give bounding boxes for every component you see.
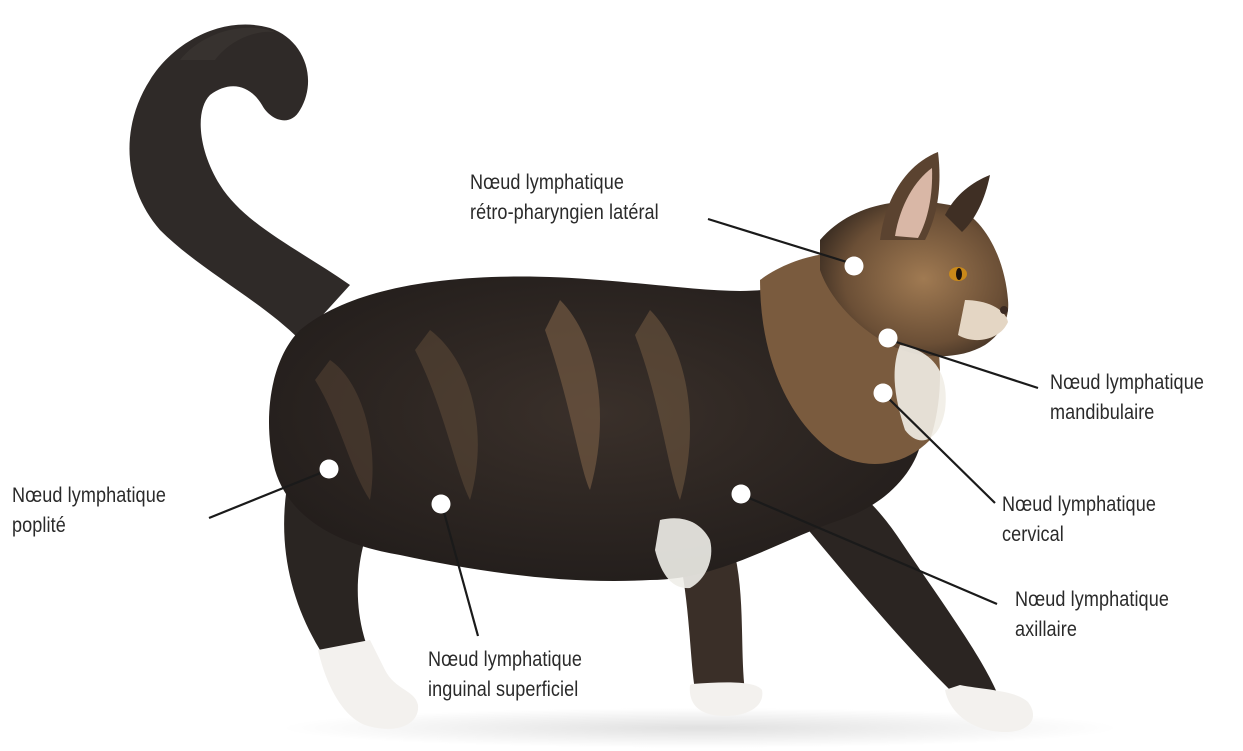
label-line: Nœud lymphatique [1002,490,1156,520]
marker-retro-pharyngien [845,257,864,276]
label-line: axillaire [1015,615,1169,645]
marker-cervical [874,384,893,403]
label-line: Nœud lymphatique [470,168,659,198]
label-line: inguinal superficiel [428,675,582,705]
label-mandibulaire: Nœud lymphatique mandibulaire [1050,368,1204,428]
label-poplite: Nœud lymphatique poplité [12,481,166,541]
label-axillaire: Nœud lymphatique axillaire [1015,585,1169,645]
cat-hind-paw-rear [318,640,418,729]
label-line: poplité [12,511,166,541]
label-line: Nœud lymphatique [1050,368,1204,398]
label-line: cervical [1002,520,1156,550]
cat-nose [1000,306,1008,314]
marker-mandibulaire [879,329,898,348]
label-cervical: Nœud lymphatique cervical [1002,490,1156,550]
label-retro-pharyngien: Nœud lymphatique rétro-pharyngien latéra… [470,168,659,228]
marker-axillaire [732,485,751,504]
label-line: mandibulaire [1050,398,1204,428]
cat-tail [129,25,350,340]
label-inguinal: Nœud lymphatique inguinal superficiel [428,645,582,705]
label-line: Nœud lymphatique [428,645,582,675]
marker-inguinal [432,495,451,514]
label-line: Nœud lymphatique [1015,585,1169,615]
cat-pupil [956,268,962,280]
label-line: rétro-pharyngien latéral [470,198,659,228]
label-line: Nœud lymphatique [12,481,166,511]
marker-poplite [320,460,339,479]
